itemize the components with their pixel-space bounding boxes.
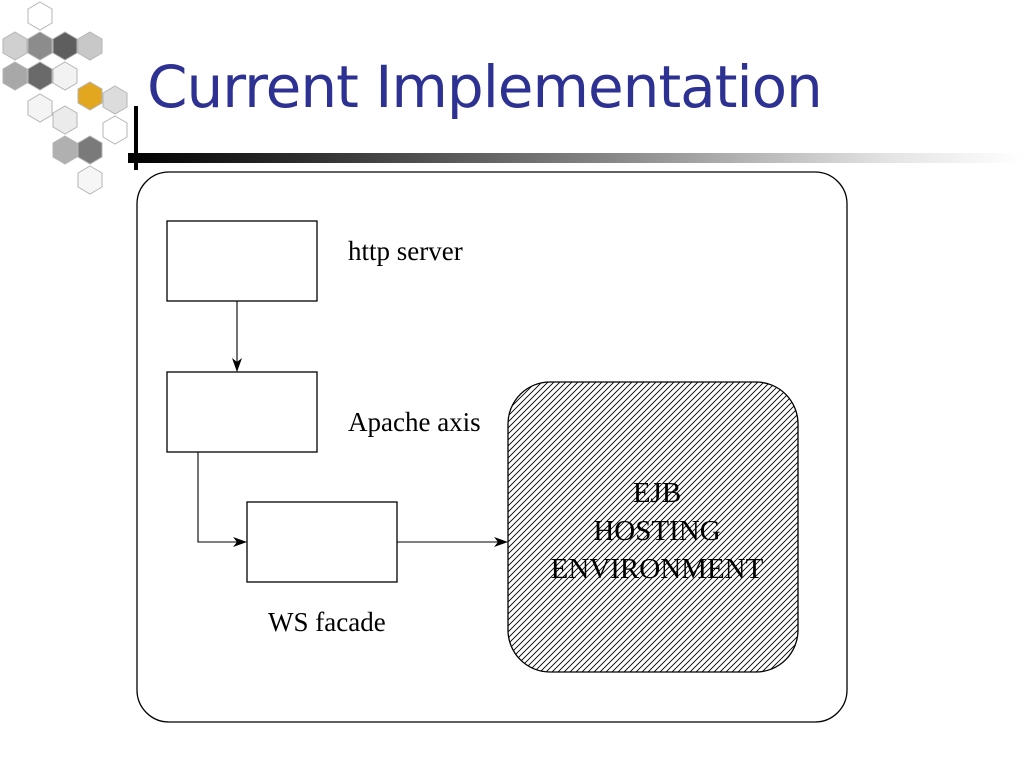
ejb-label-line-2: HOSTING — [593, 515, 720, 547]
ejb-hosting-environment-label: EJB HOSTING ENVIRONMENT — [551, 477, 764, 585]
slide-title: Current Implementation — [147, 53, 823, 121]
apache-axis-box — [166, 371, 318, 453]
http-server-label: http server — [348, 236, 463, 266]
ejb-label-line-1: EJB — [633, 477, 681, 509]
ejb-hosting-environment-box — [507, 381, 799, 673]
ws-facade-box — [246, 501, 398, 583]
arrow-axis-to-facade — [197, 452, 247, 547]
ejb-label-line-3: ENVIRONMENT — [551, 553, 764, 585]
hexagon-logo — [2, 1, 128, 195]
outer-frame — [136, 171, 848, 723]
title-underline — [128, 153, 1024, 163]
ws-facade-label: WS facade — [268, 607, 386, 637]
title-accent-bar — [134, 106, 138, 170]
apache-axis-label: Apache axis — [348, 407, 481, 437]
http-server-box — [166, 220, 318, 302]
